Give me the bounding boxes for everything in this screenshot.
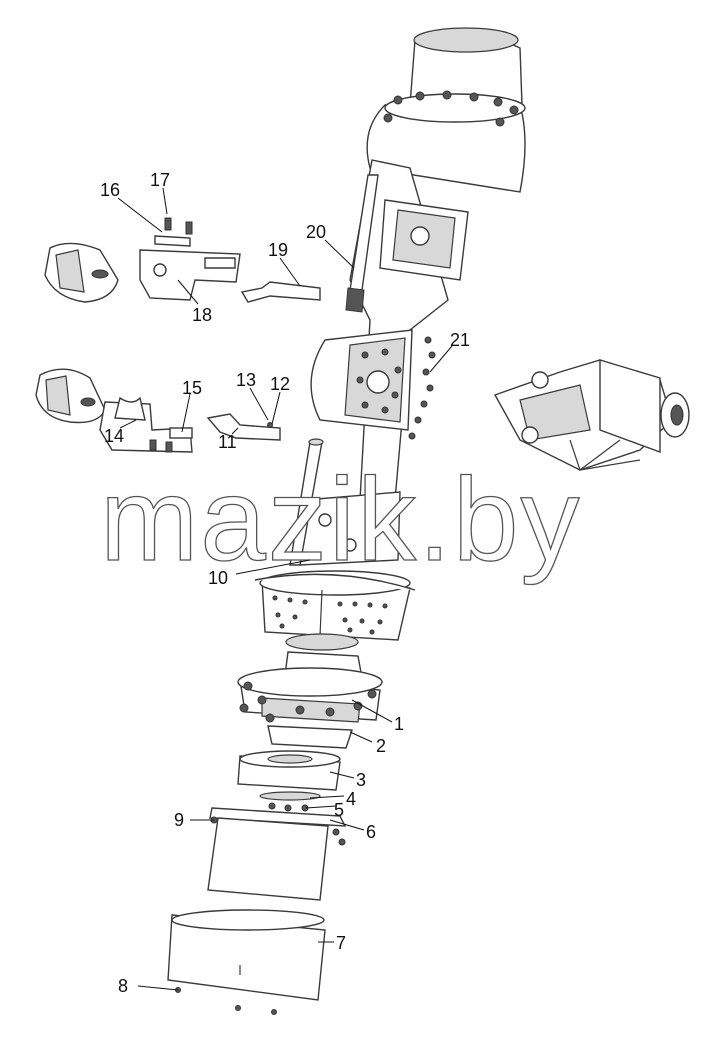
callout-13: 13 [236, 370, 256, 390]
callout-8: 8 [118, 976, 128, 996]
callout-6: 6 [366, 822, 376, 842]
callout-16: 16 [100, 180, 120, 200]
part-11-12-13-plate [206, 413, 281, 441]
callout-14: 14 [104, 426, 124, 446]
part-4-5-6-washers [259, 791, 321, 812]
callout-9: 9 [174, 810, 184, 830]
axle-beam [299, 159, 469, 566]
callout-15: 15 [182, 378, 202, 398]
callout-19: 19 [268, 240, 288, 260]
part-10-shaft [289, 438, 324, 566]
right-side-motor-assembly [493, 359, 690, 471]
part-19-plate [240, 281, 321, 303]
callout-18: 18 [192, 305, 212, 325]
part-14-15-assembly [35, 368, 193, 453]
part-9-drum [207, 807, 347, 901]
part-20-shaft [345, 174, 379, 313]
callout-2: 2 [376, 736, 386, 756]
callout-1: 1 [394, 714, 404, 734]
callout-5: 5 [334, 800, 344, 820]
leader-lines [117, 187, 453, 991]
top-wheel-hub [366, 27, 526, 193]
brake-drum-perforated [254, 570, 416, 641]
callout-20: 20 [306, 222, 326, 242]
callout-12: 12 [270, 374, 290, 394]
callout-10: 10 [208, 568, 228, 588]
callout-3: 3 [356, 770, 366, 790]
part-7-cover [167, 909, 326, 1015]
callout-4: 4 [346, 789, 356, 809]
callout-21: 21 [450, 330, 470, 350]
watermark-text: mazik.by [100, 454, 582, 586]
part-1-2-hub [237, 633, 383, 749]
part-16-17-18-assembly [44, 217, 241, 303]
part-21-bolts [408, 336, 436, 440]
part-3-ring [237, 750, 341, 791]
callout-11: 11 [218, 432, 237, 452]
callout-7: 7 [336, 933, 346, 953]
callout-labels: 17 16 18 19 20 21 15 13 12 14 11 10 1 2 … [100, 170, 470, 996]
callout-17: 17 [150, 170, 170, 190]
